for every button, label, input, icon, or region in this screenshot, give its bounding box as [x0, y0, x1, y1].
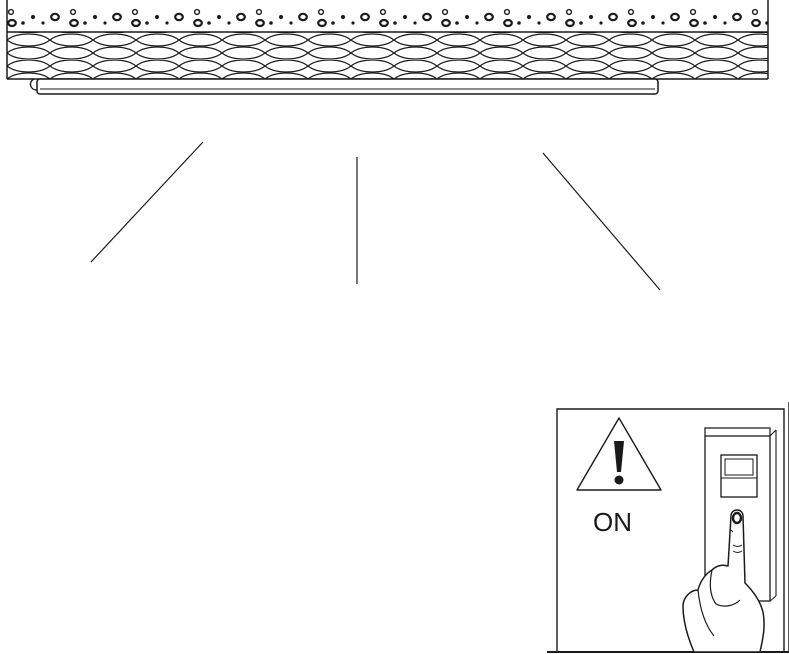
ceiling-block [6, 0, 769, 80]
light-fixture [29, 78, 659, 95]
warning-triangle-icon [576, 417, 662, 491]
light-ray-left [90, 141, 204, 263]
gravel-layer [7, 0, 768, 32]
state-label: ON [593, 507, 632, 537]
pointing-finger-icon [682, 509, 765, 653]
fixture-clip-icon [29, 78, 38, 91]
light-bar [36, 78, 659, 95]
light-ray-right [542, 152, 661, 291]
insulation-layer [7, 32, 768, 79]
panel-frame [556, 408, 785, 652]
light-rays [90, 141, 661, 291]
switch-panel: ON [547, 402, 789, 653]
rocker-switch [720, 454, 758, 498]
